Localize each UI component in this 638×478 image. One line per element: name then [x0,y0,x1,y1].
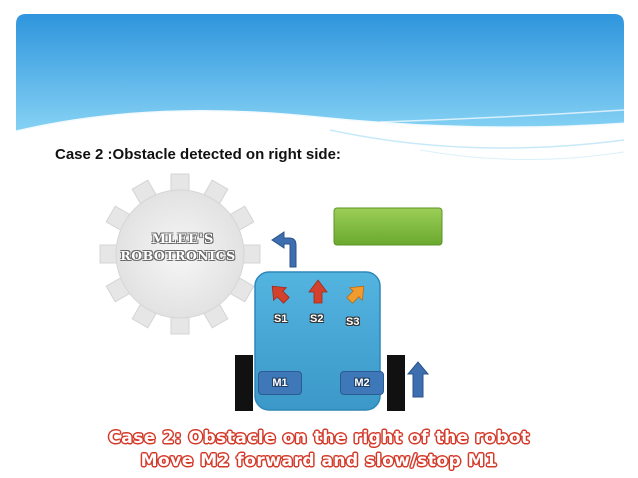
caption-line-2: Move M2 forward and slow/stop M1 [140,451,498,471]
sensor-label-s2: S2 [310,313,324,325]
sensor-s1-arrow-icon [271,285,290,304]
motor-m2-box: M2 [340,371,384,395]
right-wheel [387,355,405,411]
sensor-s2-arrow-icon [308,279,328,304]
obstacle-block [333,207,443,246]
slide-title: Case 2 :Obstacle detected on right side: [55,146,341,163]
sensor-label-s3: S3 [346,316,360,328]
header-banner [15,14,625,161]
logo-text-line2: ROBOTRONICS [120,248,236,263]
caption-line-1: Case 2: Obstacle on the right of the rob… [108,428,530,448]
gear-logo [99,173,261,335]
left-wheel [235,355,253,411]
sensor-label-s1: S1 [274,313,288,325]
forward-arrow-icon [406,361,430,398]
motor-m2-label: M2 [354,377,370,389]
motor-m1-label: M1 [272,377,288,389]
logo-text-line1: MLEE'S [151,232,215,247]
motor-m1-box: M1 [258,371,302,395]
sensor-s3-arrow-icon [346,285,365,304]
turn-left-arrow-icon [271,231,297,268]
